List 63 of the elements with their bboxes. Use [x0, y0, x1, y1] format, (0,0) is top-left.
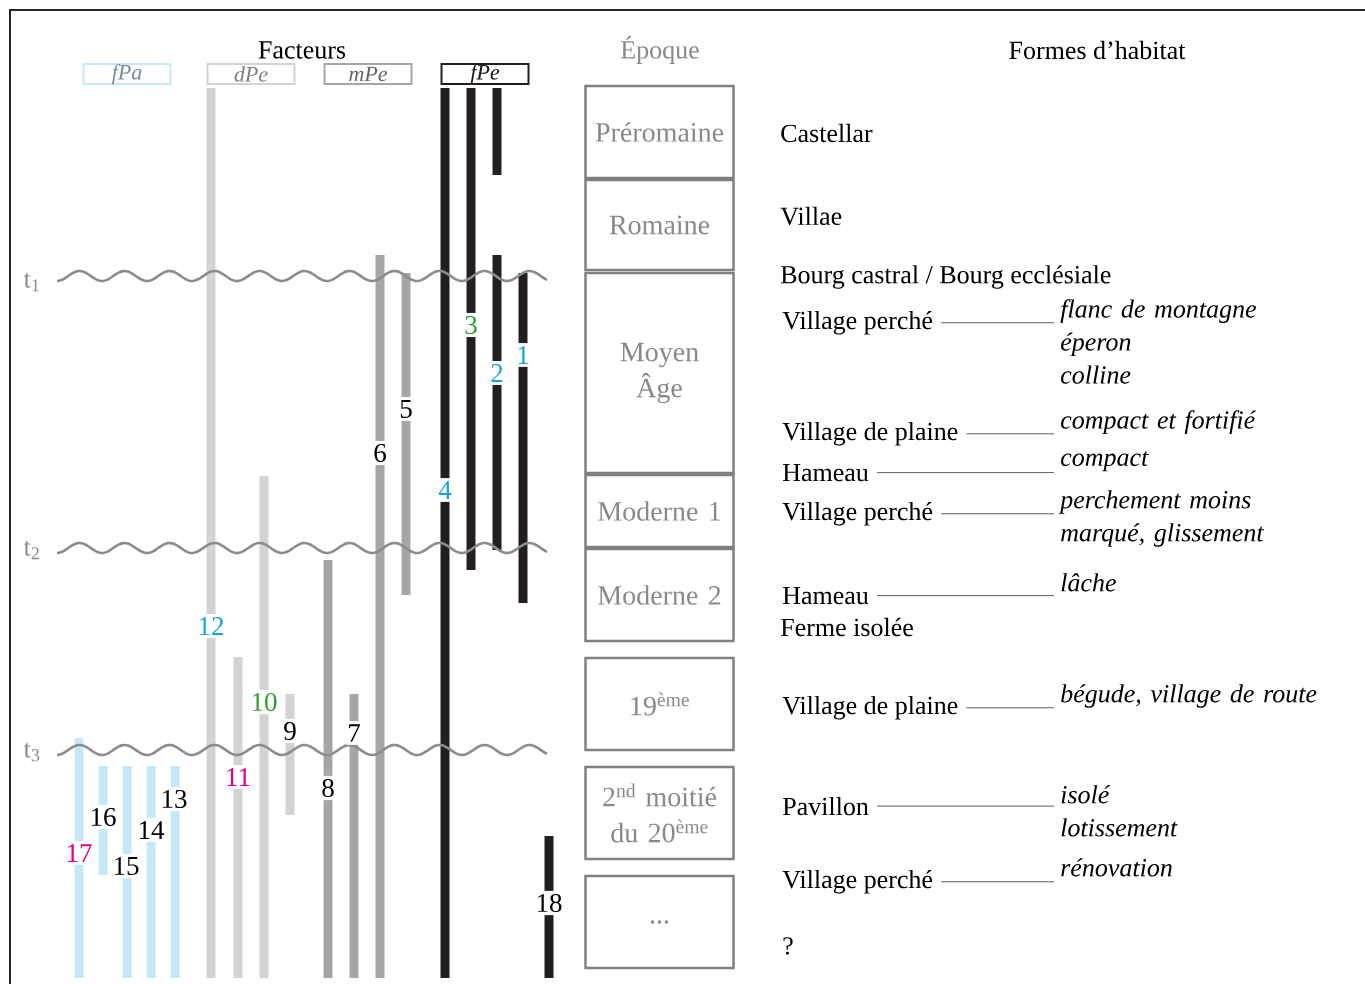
- connector-line: [966, 707, 1055, 709]
- period-box: Moyen Âge: [584, 271, 735, 475]
- period-box: 19$^{ème}$: [584, 656, 735, 752]
- habitat-variant: bégude, village de route: [1061, 684, 1317, 708]
- question-mark: ?: [783, 937, 793, 955]
- bar-number: 7: [346, 721, 362, 745]
- habitat-form: Ferme isolée: [780, 617, 913, 637]
- legend-box: dPe: [206, 63, 296, 85]
- habitat-form: Village perché: [782, 869, 933, 894]
- connector-line: [876, 805, 1055, 807]
- habitat-variant: flanc de montagne éperon colline: [1060, 299, 1257, 384]
- bar-number: 16: [88, 804, 118, 830]
- bar-number: 12: [196, 614, 226, 638]
- period-box: Moderne 1: [584, 473, 735, 549]
- heading: Facteurs: [258, 41, 346, 59]
- time-label: t$_{3}$: [23, 742, 40, 762]
- bar-number: 15: [111, 853, 141, 879]
- bar-number: 9: [282, 718, 298, 744]
- legend-box: mPe: [323, 63, 413, 85]
- bar-number: 2: [489, 361, 505, 385]
- bar-number: 3: [463, 312, 479, 338]
- bar-number: 14: [136, 818, 166, 842]
- habitat-form: Village perché: [782, 310, 933, 335]
- habitat-variant: lâche: [1061, 573, 1116, 592]
- habitat-form: Pavillon: [782, 796, 869, 816]
- connector-line: [940, 881, 1055, 883]
- habitat-form: Hameau: [782, 463, 869, 482]
- habitat-form: Village perché: [782, 501, 933, 526]
- connector-line: [876, 595, 1055, 596]
- bar-number: 10: [249, 689, 279, 715]
- legend-box: fPe: [440, 62, 530, 86]
- habitat-form: Bourg castral / Bourg ecclésiale: [780, 265, 1111, 289]
- time-label: t$_{1}$: [23, 272, 39, 292]
- bar-number: 17: [64, 841, 94, 865]
- bar-number: 11: [224, 765, 252, 789]
- connector-line: [966, 433, 1055, 435]
- habitat-form: Hameau: [782, 586, 869, 605]
- connector-line: [876, 472, 1055, 473]
- habitat-form: Villae: [780, 206, 842, 226]
- habitat-variant: perchement moins marqué, glissement: [1058, 490, 1265, 547]
- bar-number: 1: [515, 343, 531, 367]
- period-box: 2$^{nd}$ moitié du 20$^{ème}$: [584, 765, 735, 861]
- period-box: Romaine: [584, 178, 735, 272]
- period-box: Préromaine: [584, 84, 735, 180]
- connector-line: [940, 513, 1055, 515]
- bar-number: 18: [534, 890, 564, 916]
- habitat-form: Castellar: [781, 123, 873, 143]
- time-label: t$_{2}$: [23, 540, 39, 560]
- heading: Formes d’habitat: [1009, 40, 1186, 60]
- habitat-form: Village de plaine: [782, 421, 958, 446]
- habitat-variant: compact et fortifié: [1061, 410, 1257, 435]
- habitat-form: Village de plaine: [782, 695, 958, 720]
- bar-number: 6: [372, 440, 388, 466]
- bar-number: 4: [437, 478, 453, 502]
- bar-number: 5: [398, 397, 414, 421]
- connector-line: [940, 322, 1055, 324]
- period-box: Moderne 2: [584, 547, 735, 643]
- legend-box: fPa: [82, 62, 172, 86]
- period-box: ...: [584, 874, 735, 970]
- habitat-variant: rénovation: [1061, 858, 1172, 877]
- bar-number: 13: [159, 786, 189, 812]
- habitat-variant: compact: [1061, 451, 1149, 472]
- bar-number: 8: [320, 775, 336, 801]
